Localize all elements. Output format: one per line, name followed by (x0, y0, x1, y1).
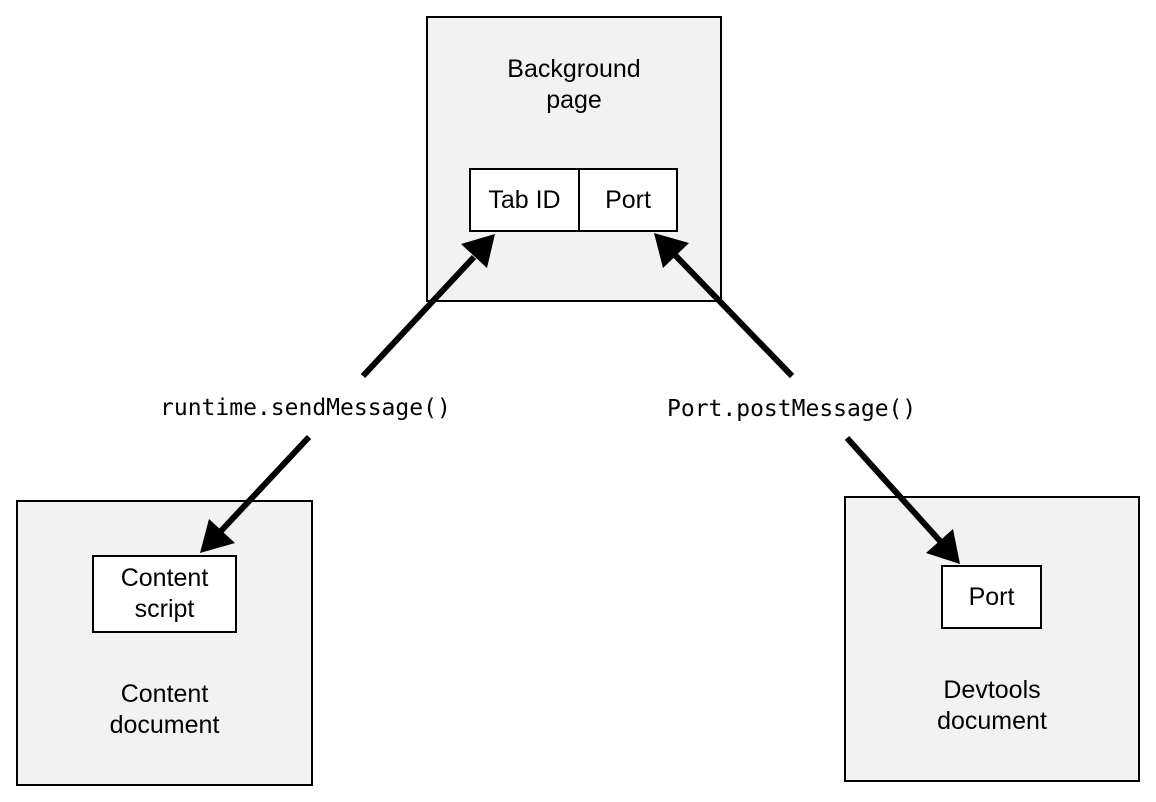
devtools-document-box (844, 496, 1140, 782)
content-document-title: Content document (109, 680, 220, 739)
right-arrow-down-head (926, 529, 960, 564)
right-arrow-upper-shaft (672, 252, 795, 379)
devtools-port-box: Port (941, 565, 1042, 629)
tab-id-label: Tab ID (488, 185, 561, 214)
devtools-document-title: Devtools document (937, 676, 1047, 735)
background-port-label: Port (605, 185, 651, 214)
post-message-label: Port.postMessage() (667, 394, 917, 424)
content-script-box: Content script (92, 555, 237, 633)
send-message-label: runtime.sendMessage() (160, 393, 451, 423)
background-page-title: Background page (507, 55, 641, 114)
background-port-cell: Port (578, 168, 678, 232)
left-arrow-upper-shaft (360, 254, 477, 379)
content-script-label: Content script (120, 564, 209, 623)
content-document-box (16, 500, 313, 786)
devtools-port-label: Port (968, 582, 1015, 611)
right-arrow-lower-shaft (844, 435, 943, 544)
left-arrow-down-head (200, 519, 235, 553)
left-arrow-lower-shaft (218, 434, 312, 534)
left-arrow-up-head (461, 234, 495, 268)
right-arrow-up-head (654, 233, 689, 268)
